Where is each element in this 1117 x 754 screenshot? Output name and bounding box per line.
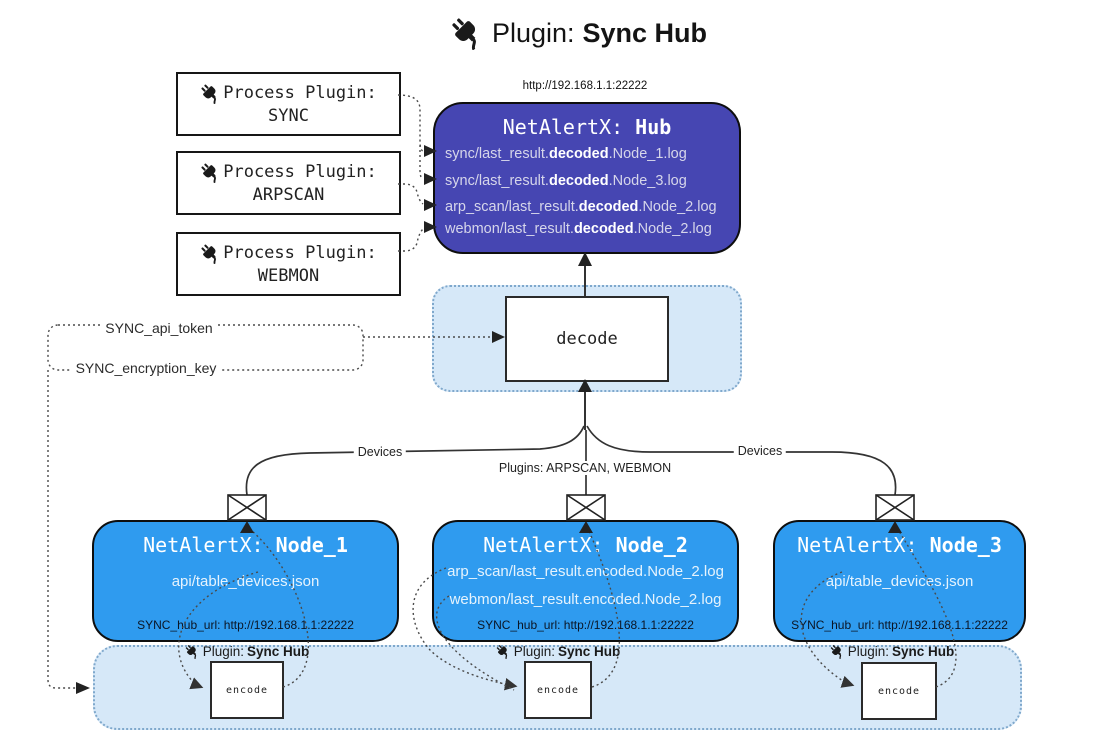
devices-left-label: Devices (353, 445, 407, 459)
sync-api-token-label: SYNC_api_token (101, 320, 217, 336)
node2-title: NetAlertX: Node_2 (483, 533, 688, 557)
node1-box: NetAlertX: Node_1 api/table_devices.json… (92, 520, 399, 642)
process-plugin-arpscan-box: Process Plugin: ARPSCAN (176, 151, 401, 215)
hub-box: NetAlertX: Hub sync/last_result.decoded.… (433, 102, 741, 254)
page-title: Plugin: Sync Hub (40, 16, 1117, 50)
node3-file: api/table_devices.json (825, 573, 974, 590)
node1-hub-url: SYNC_hub_url: http://192.168.1.1:22222 (137, 618, 354, 632)
process-plugin-sync-box: Process Plugin: SYNC (176, 72, 401, 136)
envelope-icon (875, 494, 915, 521)
encoder-plugin-label-2: Plugin: Sync Hub (496, 644, 620, 659)
node3-hub-url: SYNC_hub_url: http://192.168.1.1:22222 (791, 618, 1008, 632)
plug-icon (200, 243, 221, 264)
node2-file: arp_scan/last_result.encoded.Node_2.log (447, 563, 724, 580)
hub-entry: webmon/last_result.decoded.Node_2.log (445, 221, 712, 237)
plug-icon (830, 644, 845, 659)
process-plugin-name: WEBMON (257, 265, 320, 286)
process-plugin-label: Process Plugin: (223, 83, 377, 103)
plug-icon (185, 644, 200, 659)
node2-file: webmon/last_result.encoded.Node_2.log (449, 591, 722, 608)
node3-title: NetAlertX: Node_3 (797, 533, 1002, 557)
hub-entry: sync/last_result.decoded.Node_1.log (445, 146, 687, 162)
hub-entry: arp_scan/last_result.decoded.Node_2.log (445, 199, 717, 215)
page-title-name: Sync Hub (582, 17, 708, 48)
page-title-prefix: Plugin: (491, 17, 575, 48)
process-plugin-name: SYNC (268, 105, 309, 126)
plugins-center-label: Plugins: ARPSCAN, WEBMON (494, 461, 676, 475)
plug-icon (496, 644, 511, 659)
encoder-plugin-label-3: Plugin: Sync Hub (830, 644, 954, 659)
node1-file: api/table_devices.json (171, 573, 320, 590)
plug-icon (450, 16, 484, 50)
sync-encryption-key-label: SYNC_encryption_key (71, 360, 221, 376)
hub-title-name: Hub (635, 115, 672, 139)
process-plugin-label: Process Plugin: (223, 243, 377, 263)
devices-right-label: Devices (733, 444, 787, 458)
envelope-icon (227, 494, 267, 521)
hub-title: NetAlertX: Hub (435, 115, 739, 139)
envelope-icon (566, 494, 606, 521)
hub-url-label: http://192.168.1.1:22222 (522, 80, 648, 92)
plug-icon (200, 83, 221, 104)
encoder-plugin-label-1: Plugin: Sync Hub (185, 644, 309, 659)
process-plugin-webmon-box: Process Plugin: WEBMON (176, 232, 401, 296)
decode-box: decode (505, 296, 669, 382)
node2-hub-url: SYNC_hub_url: http://192.168.1.1:22222 (477, 618, 694, 632)
process-plugin-label: Process Plugin: (223, 162, 377, 182)
envelope-icons (227, 494, 915, 521)
node2-box: NetAlertX: Node_2 arp_scan/last_result.e… (432, 520, 739, 642)
node1-title: NetAlertX: Node_1 (143, 533, 348, 557)
node3-box: NetAlertX: Node_3 api/table_devices.json… (773, 520, 1026, 642)
encode-box-3: encode (861, 662, 937, 720)
process-plugin-name: ARPSCAN (252, 184, 325, 205)
encode-box-1: encode (210, 661, 284, 719)
hub-entry: sync/last_result.decoded.Node_3.log (445, 173, 687, 189)
plug-icon (200, 162, 221, 183)
hub-title-prefix: NetAlertX: (502, 115, 624, 139)
encode-box-2: encode (524, 661, 592, 719)
